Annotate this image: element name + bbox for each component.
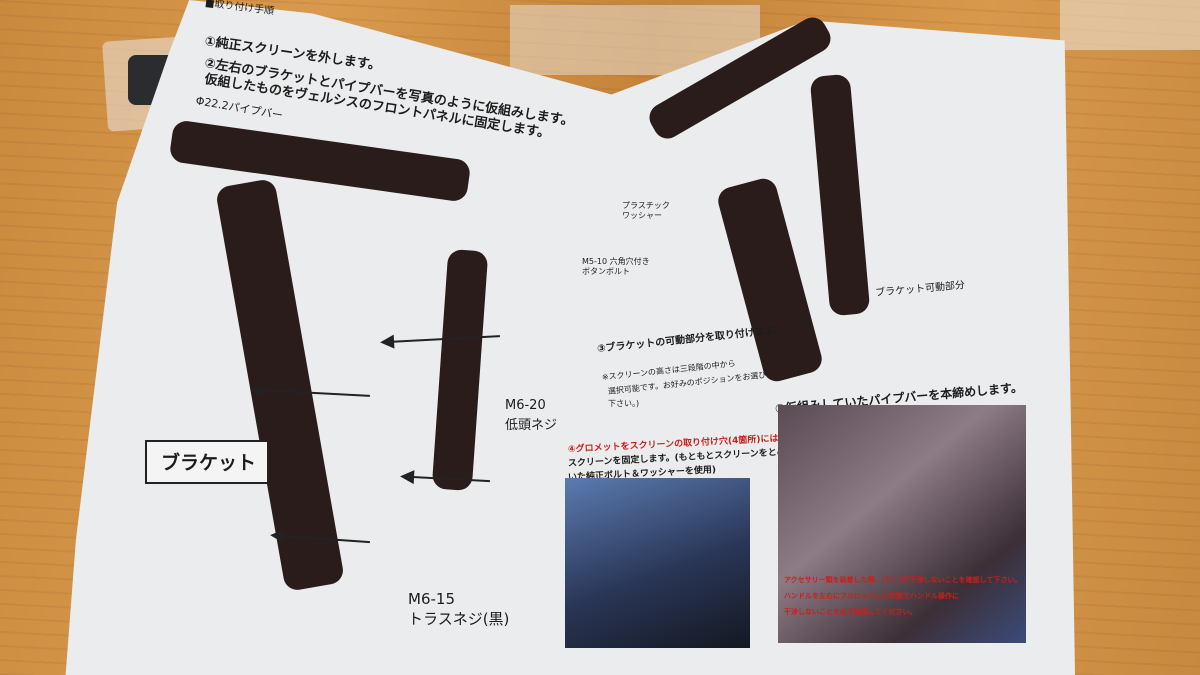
washer-label-2: ワッシャー: [622, 211, 662, 220]
washer-label-1: プラスチック: [622, 201, 670, 210]
step-4-photo: [565, 478, 750, 648]
warning-line-2: ハンドルを左右にフルロックした状態でハンドル操作に: [784, 592, 959, 600]
plastic-bag-right: [1060, 0, 1200, 50]
bolt-label-1: M5-10 六角穴付き: [582, 257, 650, 266]
step-3-note-3: 下さい。): [608, 399, 640, 408]
warning-line-3: 干渉しないことを必ず確認してください。: [784, 608, 917, 616]
bracket-label: ブラケット: [161, 452, 257, 474]
screw-m6-15-size: M6-15: [408, 590, 455, 608]
bracket-label-box: ブラケット: [145, 440, 269, 484]
screw-m6-20-size: M6-20: [505, 398, 546, 413]
warning-line-1: アクセサリー類を装着した際、パイプが干渉しないことを確認して下さい。: [784, 576, 1022, 584]
step-5-photo: アクセサリー類を装着した際、パイプが干渉しないことを確認して下さい。 ハンドルを…: [778, 405, 1026, 643]
screw-m6-15-type: トラスネジ(黒): [408, 610, 510, 628]
bolt-label-2: ボタンボルト: [582, 267, 630, 276]
screw-m6-20-type: 低頭ネジ: [505, 418, 558, 433]
